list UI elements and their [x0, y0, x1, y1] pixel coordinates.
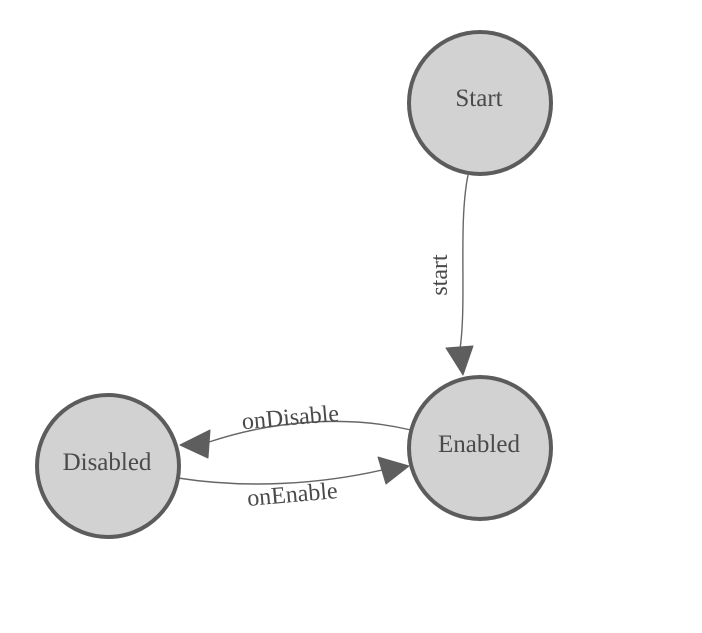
edge-label: start	[427, 254, 453, 296]
node-label: Disabled	[63, 449, 152, 476]
node-label: Enabled	[438, 431, 520, 458]
edge-line	[459, 174, 469, 350]
arrowhead-icon	[445, 345, 474, 376]
state-node-start: Start	[407, 30, 553, 176]
node-label: Start	[455, 85, 502, 112]
node-circle	[407, 375, 553, 521]
state-node-enabled: Enabled	[407, 375, 553, 521]
state-node-disabled: Disabled	[35, 393, 181, 539]
edge-line	[177, 469, 383, 485]
edge-disabled-to-enabled: onEnable	[177, 456, 410, 512]
edge-line	[208, 420, 412, 443]
edge-start-to-enabled: start	[427, 174, 474, 376]
edge-enabled-to-disabled: onDisable	[179, 401, 412, 459]
arrowhead-icon	[179, 429, 211, 459]
node-circle	[35, 393, 181, 539]
edge-label: onDisable	[241, 401, 340, 435]
edge-label: onEnable	[246, 478, 339, 512]
arrowhead-icon	[377, 456, 410, 485]
node-circle	[407, 30, 553, 176]
